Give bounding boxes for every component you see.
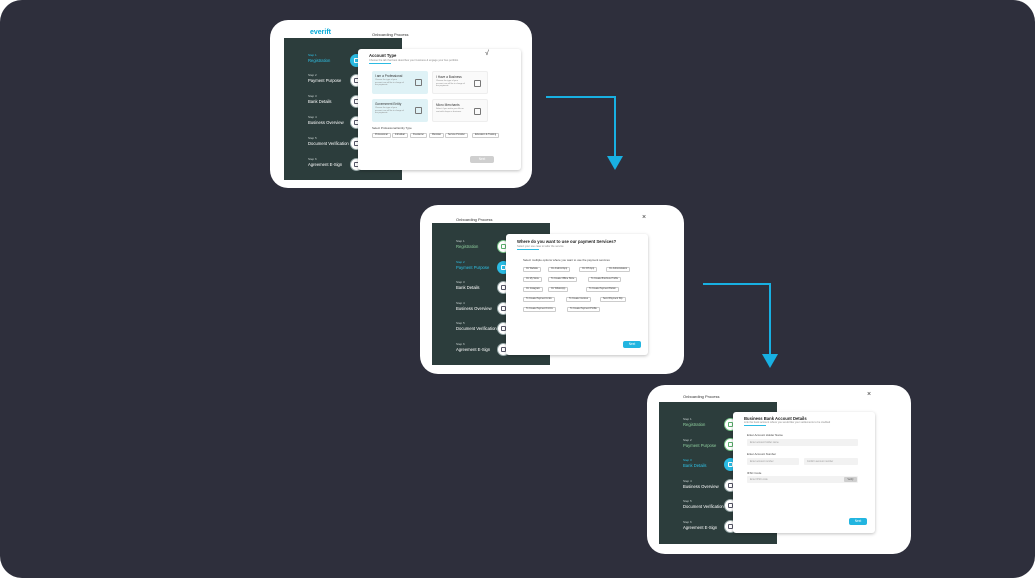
arrow-2-horizontal bbox=[703, 283, 771, 285]
arrow-1-vertical bbox=[614, 96, 616, 158]
close-icon[interactable]: × bbox=[867, 391, 872, 398]
select-options-label: Select multiple options where you want t… bbox=[523, 258, 610, 262]
payment-purpose-panel: Where do you want to use our payment Ser… bbox=[506, 234, 648, 355]
chip-instagram[interactable]: On Instagram bbox=[523, 287, 543, 292]
chip-offline-store[interactable]: To Create Offline Store bbox=[548, 277, 578, 282]
panel-underline bbox=[517, 249, 539, 250]
building-icon bbox=[474, 80, 481, 87]
chip-musician[interactable]: Musician bbox=[429, 133, 445, 138]
chip-individual[interactable]: Individual bbox=[392, 133, 408, 138]
chip-whatsapp[interactable]: On WhatsApp bbox=[548, 287, 569, 292]
chip-invoices[interactable]: To Create Invoices bbox=[566, 297, 592, 302]
panel-underline bbox=[744, 425, 766, 426]
window-title: Onboarding Process bbox=[456, 217, 493, 222]
chip-my-store[interactable]: On My Store bbox=[523, 277, 542, 282]
chip-payment-profile[interactable]: To Create Payment Profile bbox=[567, 307, 600, 312]
chip-android[interactable]: On Android App bbox=[548, 267, 571, 272]
chip-payment-forms[interactable]: To Create Payment Forms bbox=[523, 307, 556, 312]
panel-underline bbox=[369, 63, 391, 64]
chip-ios[interactable]: On iOS App bbox=[579, 267, 598, 272]
chip-website[interactable]: On Website bbox=[523, 267, 541, 272]
panel-subtitle: Link the bank account where you would li… bbox=[744, 421, 831, 424]
next-button[interactable]: Next bbox=[849, 518, 867, 525]
account-number-label: Enter Account Number bbox=[747, 452, 777, 456]
ifsc-input[interactable]: Enter IFSC code bbox=[747, 476, 858, 483]
chip-brochure-profile[interactable]: To Create Brochure Profile bbox=[588, 277, 622, 282]
entity-type-label: Select Professional Entity Type bbox=[372, 126, 412, 130]
arrow-1-head-icon bbox=[607, 156, 623, 170]
store-icon bbox=[474, 108, 481, 115]
chip-freelancer[interactable]: Freelancer bbox=[410, 133, 427, 138]
chip-education[interactable]: Education & Training bbox=[472, 133, 500, 138]
chip-service-provider[interactable]: Service Provider bbox=[445, 133, 468, 138]
ifsc-verify-button[interactable]: Verify bbox=[844, 477, 857, 482]
government-icon bbox=[415, 107, 422, 114]
account-type-panel: Account Type Choose the tab that best de… bbox=[358, 49, 521, 170]
holder-name-input[interactable]: Enter account holder name bbox=[747, 439, 858, 446]
window-title: Onboarding Process bbox=[372, 32, 409, 37]
next-button[interactable]: Next bbox=[470, 156, 494, 163]
chip-professional[interactable]: Professional bbox=[372, 133, 391, 138]
panel-subtitle: Select your use case to tailor the servi… bbox=[517, 245, 564, 248]
logo: everift bbox=[310, 29, 332, 36]
chip-payment-links[interactable]: To Create Payment Links bbox=[523, 297, 555, 302]
pointer-icon: √ bbox=[485, 50, 489, 57]
bank-details-panel: Business Bank Account Details Link the b… bbox=[733, 412, 875, 533]
professional-icon bbox=[415, 79, 422, 86]
account-number-input[interactable]: Enter account number bbox=[747, 458, 799, 465]
next-button[interactable]: Next bbox=[623, 341, 641, 348]
panel-subtitle: Choose the tab that best describes your … bbox=[369, 59, 459, 62]
panel-title: Where do you want to use our payment Ser… bbox=[517, 239, 617, 244]
arrow-2-vertical bbox=[769, 283, 771, 355]
chip-administration[interactable]: On Administration bbox=[606, 267, 631, 272]
chip-payment-button[interactable]: To Create Payment Button bbox=[586, 287, 619, 292]
ifsc-label: IFSC Code bbox=[747, 471, 762, 475]
close-icon[interactable]: × bbox=[642, 214, 647, 221]
arrow-2-head-icon bbox=[762, 354, 778, 368]
arrow-1-horizontal bbox=[546, 96, 616, 98]
panel-title: Business Bank Account Details bbox=[744, 416, 807, 421]
chip-payment-slip[interactable]: Send Payment Slip bbox=[600, 297, 626, 302]
confirm-account-number-input[interactable]: Confirm account number bbox=[804, 458, 858, 465]
window-title: Onboarding Process bbox=[683, 394, 720, 399]
panel-title: Account Type bbox=[369, 53, 397, 58]
holder-name-label: Enter Account Holder Name bbox=[747, 433, 783, 437]
